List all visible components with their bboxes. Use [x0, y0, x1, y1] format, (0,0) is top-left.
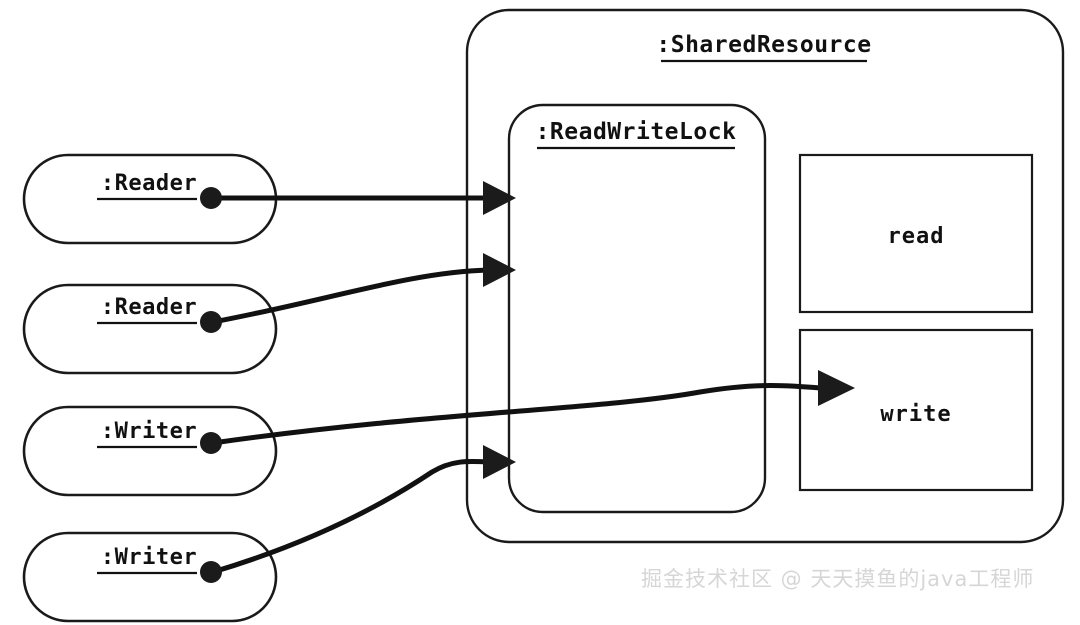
read-operation-box	[798, 153, 1034, 314]
connection-reader-2-arrowhead	[483, 253, 516, 287]
read-operation-label: read	[888, 224, 945, 249]
connection-writer-1-line	[210, 383, 825, 446]
connection-reader-2-ball	[200, 311, 222, 333]
connection-writer-1-to-write	[200, 370, 855, 454]
connection-writer-2-line	[210, 458, 492, 575]
actor-writer-2-label: :Writer	[101, 545, 197, 570]
read-write-lock-container	[507, 103, 767, 514]
read-write-lock-title: :ReadWriteLock	[536, 119, 737, 145]
connection-reader-2-to-lock	[200, 253, 516, 333]
connection-writer-1-ball	[200, 432, 222, 454]
write-operation-label: write	[880, 402, 951, 427]
connection-writer-2-ball	[200, 561, 222, 583]
actor-writer-1-box	[22, 405, 278, 497]
actor-reader-1-label: :Reader	[101, 171, 197, 196]
shared-resource-title: :SharedResource	[656, 32, 871, 58]
actor-writer-1-label: :Writer	[101, 419, 197, 444]
actor-reader-2-label: :Reader	[101, 295, 197, 320]
connection-writer-1-arrowhead	[818, 370, 855, 406]
connection-reader-1-arrowhead	[483, 181, 516, 215]
actor-reader-2-box	[22, 283, 278, 375]
connection-writer-2-arrowhead	[483, 445, 516, 479]
connection-writer-2-to-lock	[200, 445, 516, 583]
connection-reader-1-to-lock	[200, 181, 516, 215]
connection-reader-1-ball	[200, 187, 222, 209]
actor-writer-2-box	[22, 531, 278, 623]
watermark-text: 掘金技术社区 @ 天天摸鱼的java工程师	[641, 567, 1035, 591]
write-operation-box	[798, 328, 1034, 492]
connection-reader-2-line	[210, 267, 492, 325]
